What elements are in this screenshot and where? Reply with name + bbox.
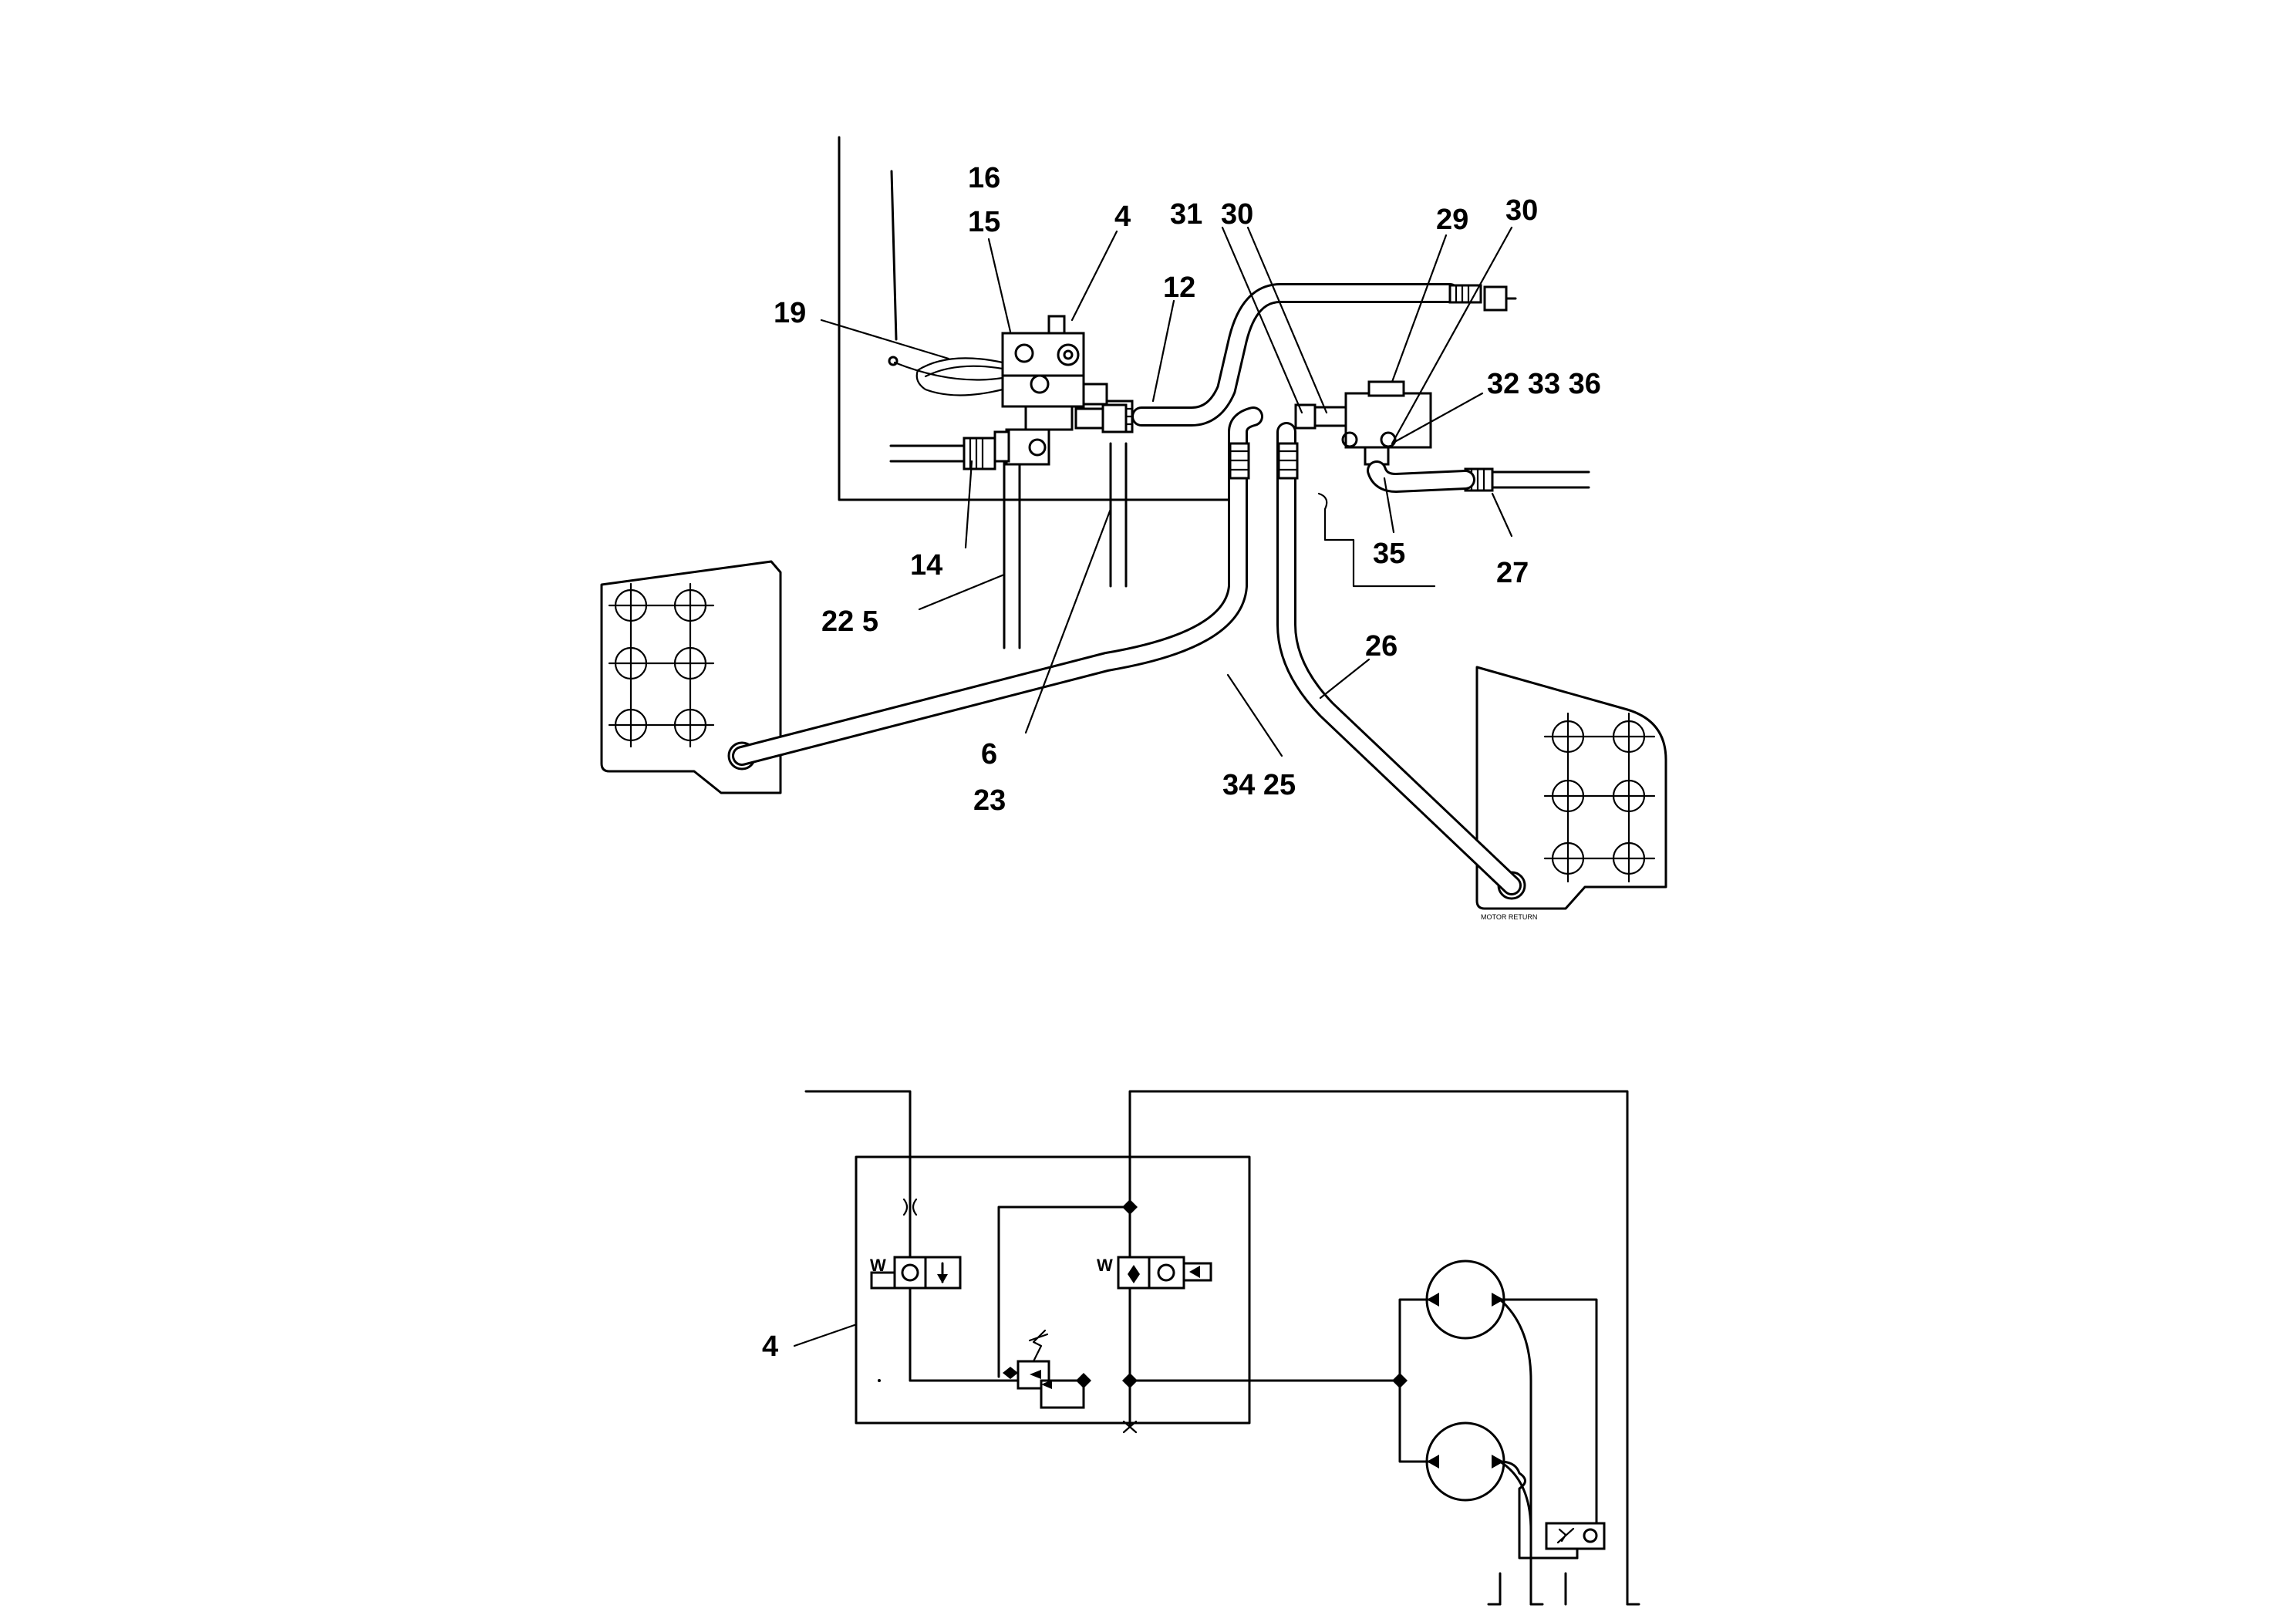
right-solenoid-valve: W (1097, 1256, 1212, 1290)
callout-labels: 16 15 4 31 30 29 30 19 12 32 33 36 14 22… (774, 162, 1601, 817)
callout-4-leader (793, 1324, 856, 1347)
callout-34-25: 34 25 (1222, 769, 1296, 801)
plate-label: MOTOR RETURN (1481, 913, 1537, 921)
return-check-valve (1545, 1522, 1606, 1550)
hydraulic-motor-upper (1425, 1259, 1505, 1340)
hose-12 (1131, 283, 1460, 427)
hydraulic-schematic: 4 W (762, 1090, 1640, 1606)
frame-outline (838, 136, 1243, 501)
callout-35: 35 (1373, 538, 1405, 570)
callout-30a: 30 (1221, 198, 1253, 231)
manifold-block (1294, 380, 1475, 493)
callout-6: 6 (981, 738, 997, 771)
callout-4: 4 (1114, 201, 1131, 233)
assembly-view: MOTOR RETURN (600, 136, 1667, 921)
cap-marker (1122, 1420, 1138, 1434)
callout-12: 12 (1163, 271, 1195, 304)
callout-26: 26 (1365, 630, 1397, 663)
callout-32-33-36: 32 33 36 (1487, 368, 1601, 400)
hydraulic-motor-lower (1425, 1421, 1505, 1502)
hose-26 (1276, 422, 1522, 895)
callout-14: 14 (910, 549, 942, 582)
valve-block-boundary (855, 1155, 1251, 1425)
valve-block (888, 315, 1128, 466)
small-dot (878, 1379, 881, 1382)
callout-16: 16 (968, 162, 1000, 194)
spring-mark-right: W (1097, 1256, 1113, 1275)
relief-valve (1003, 1329, 1085, 1409)
junction-dots (1076, 1199, 1408, 1388)
callout-27: 27 (1496, 557, 1529, 589)
bracket (1317, 492, 1436, 588)
callout-15: 15 (968, 206, 1000, 238)
callout-30b: 30 (1505, 194, 1538, 227)
callout-29: 29 (1436, 204, 1468, 236)
callout-23: 23 (973, 784, 1006, 817)
callout-22-5: 22 5 (821, 605, 878, 638)
vertical-tubes (889, 442, 1590, 649)
orifice-symbol (902, 1198, 918, 1216)
spring-mark-left: W (870, 1256, 886, 1275)
schematic-lines (804, 1090, 1640, 1606)
leader-lines (820, 226, 1513, 757)
callout-19: 19 (774, 297, 806, 329)
callout-31: 31 (1170, 198, 1202, 231)
frame-edge-line (890, 170, 898, 341)
left-check-valve: W (870, 1256, 962, 1290)
callout-4-schematic: 4 (762, 1330, 778, 1363)
hose-34-25 (732, 406, 1263, 766)
